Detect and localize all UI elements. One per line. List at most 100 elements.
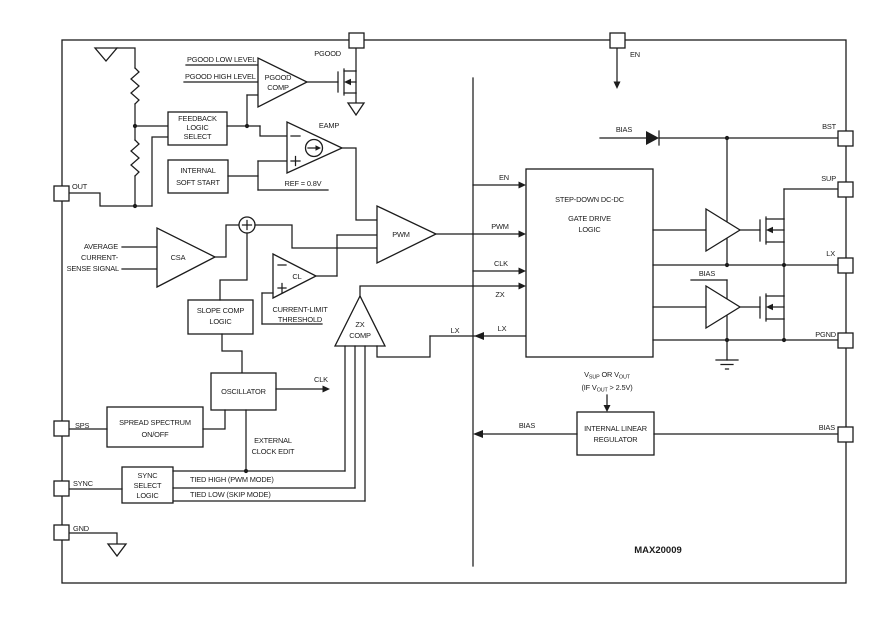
comparator-icon <box>257 56 309 109</box>
pwm-comp-label: PWM <box>392 230 410 239</box>
sync-wiring <box>68 470 366 502</box>
arrow-right-icon <box>518 230 526 238</box>
en-pin-wiring <box>613 47 621 89</box>
feedback-label-3: SELECT <box>184 132 212 141</box>
arrow-right-icon <box>322 385 330 393</box>
ext-clk-label-2: CLOCK EDIT <box>252 447 295 456</box>
pin-out-label: OUT <box>72 182 88 191</box>
summing-junction-icon <box>238 216 378 249</box>
resistor-icon <box>130 139 140 177</box>
regulator-label-1: INTERNAL LINEAR <box>584 424 647 433</box>
sig-zx-label: ZX <box>495 290 504 299</box>
pin-gnd-label: GND <box>73 524 89 533</box>
block-label-2: GATE DRIVE <box>568 214 611 223</box>
arrow-right-icon <box>518 181 526 189</box>
ground-icon <box>106 543 128 558</box>
ext-clk-label-1: EXTERNAL <box>254 436 292 445</box>
pgood-comp-label-1: PGOOD <box>265 73 292 82</box>
ground-icon <box>346 102 366 117</box>
pgood-high-label: PGOOD HIGH LEVEL <box>185 72 256 81</box>
block-label-3: LOGIC <box>578 225 601 234</box>
clk-out-label: CLK <box>314 375 328 384</box>
block-input-wires <box>472 181 526 275</box>
pin-sync-label: SYNC <box>73 479 94 488</box>
pgood-mosfet <box>337 47 366 117</box>
feedback-label-2: LOGIC <box>186 123 209 132</box>
arrow-down-icon <box>603 405 611 412</box>
pin-sync <box>53 480 70 497</box>
clk-output-wire <box>275 385 330 393</box>
internal-linear-regulator-box <box>576 411 655 456</box>
sig-lx-right-label: LX <box>498 324 507 333</box>
csa-label: CSA <box>171 253 186 262</box>
pin-en-label: EN <box>630 50 640 59</box>
pin-lx <box>837 257 854 274</box>
pin-bias <box>837 426 854 443</box>
pin-pgood-label: PGOOD <box>314 49 341 58</box>
pin-sps-label: SPS <box>75 421 90 430</box>
pin-sup-label: SUP <box>821 174 836 183</box>
spread-label-1: SPREAD SPECTRUM <box>119 418 191 427</box>
ic-boundary <box>61 39 847 584</box>
csa-input-label-1: AVERAGE <box>84 242 118 251</box>
low-side-mosfet <box>759 264 785 341</box>
bias-output-wire <box>473 430 839 438</box>
eamp-amplifier <box>286 120 378 221</box>
sig-en-label: EN <box>499 173 509 182</box>
arrow-right-icon <box>518 282 526 290</box>
feedback-divider-network <box>93 47 140 207</box>
mosfet-arrow-icon <box>766 226 773 234</box>
csa-input-label-2: CURRENT- <box>81 253 119 262</box>
mosfet-arrow-icon <box>344 78 351 86</box>
csa-input-label-3: SENSE SIGNAL <box>67 264 119 273</box>
softstart-label-2: SOFT START <box>176 178 220 187</box>
earth-ground-icon <box>715 339 739 370</box>
sync-label-1: SYNC <box>138 471 159 480</box>
high-side-mosfet <box>759 188 839 266</box>
out-pin-wiring <box>68 125 169 207</box>
pwm-signal-wire <box>435 230 526 238</box>
eamp-label: EAMP <box>319 121 340 130</box>
sig-clk-label: CLK <box>494 259 508 268</box>
part-number-label: MAX20009 <box>634 545 682 556</box>
pgood-comparator <box>183 56 339 109</box>
gate-drive-logic-box <box>525 168 654 358</box>
lx-return-wire <box>429 332 527 340</box>
tied-low-label: TIED LOW (SKIP MODE) <box>190 490 271 499</box>
spread-label-2: ON/OFF <box>141 430 169 439</box>
oscillator-box <box>210 372 277 411</box>
pin-lx-label: LX <box>826 249 835 258</box>
gate-driver-icon <box>705 284 742 330</box>
arrow-left-icon <box>474 332 484 340</box>
diode-icon <box>646 131 659 145</box>
zx-comparator <box>333 282 526 502</box>
pgood-comp-label-2: COMP <box>267 83 289 92</box>
cl-comparator <box>261 234 378 325</box>
ref-label: REF = 0.8V <box>285 179 322 188</box>
internal-soft-start-box <box>167 159 229 194</box>
current-source-icon <box>304 138 324 158</box>
vsup-input <box>603 394 611 412</box>
oscillator-label: OSCILLATOR <box>221 387 266 396</box>
arrow-down-icon <box>613 81 621 89</box>
pin-pgood <box>348 32 365 49</box>
sig-lx-left-label: LX <box>451 326 460 335</box>
pin-pgnd-label: PGND <box>815 330 836 339</box>
pgood-low-label: PGOOD LOW LEVEL <box>187 55 256 64</box>
bias-out-label: BIAS <box>519 421 535 430</box>
high-side-driver <box>652 207 761 266</box>
cl-label: CL <box>292 272 301 281</box>
resistor-icon <box>130 67 140 105</box>
pin-gnd <box>53 524 70 541</box>
pin-sup <box>837 181 854 198</box>
comparator-icon <box>333 294 387 347</box>
sync-label-3: LOGIC <box>136 491 159 500</box>
arrow-left-icon <box>473 430 483 438</box>
feedback-output-wiring <box>226 94 288 137</box>
softstart-label-1: INTERNAL <box>180 166 215 175</box>
pin-bst <box>837 130 854 147</box>
slope-label-2: LOGIC <box>209 317 232 326</box>
amplifier-icon <box>156 226 217 289</box>
